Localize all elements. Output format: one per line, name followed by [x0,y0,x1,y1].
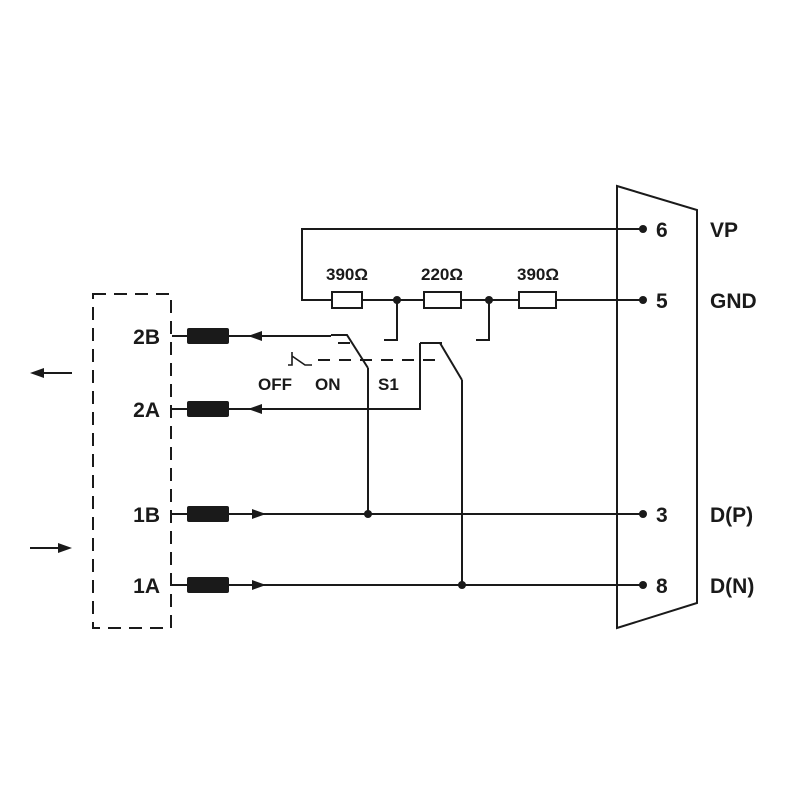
ferrite-2a [187,401,229,417]
switch-position-symbol [288,352,312,366]
wire-2a [229,343,421,410]
pin-3-dot [639,510,647,518]
junction-dot-dp [364,510,372,518]
resistor-2 [423,291,462,309]
signal-dn: D(N) [710,575,754,598]
vp-wire [301,228,643,301]
port-1b-label: 1B [133,504,160,527]
switch-off-label: OFF [258,375,292,394]
junction-a-drop [384,300,398,341]
port-2b-label: 2B [133,326,160,349]
port-2a-label: 2A [133,399,160,422]
pin-5-number: 5 [656,290,668,313]
wire-1b-arrow [252,509,266,519]
signal-gnd: GND [710,290,757,313]
switch-name-label: S1 [378,375,399,394]
switch-contact-1 [331,334,369,369]
resistor-1 [331,291,363,309]
resistor-1-label: 390Ω [326,265,368,284]
port-stubs [172,335,187,586]
resistor-3 [518,291,557,309]
dsub-connector-outline [616,184,698,630]
ferrite-2b [187,328,229,344]
ferrite-1b [187,506,229,522]
ferrite-1a [187,577,229,593]
pin-8-number: 8 [656,575,668,598]
wire-1a-arrow [252,580,266,590]
switch-contact-2 [420,342,463,381]
junction-b-drop [476,300,490,341]
pin-8-dot [639,581,647,589]
resistor-3-label: 390Ω [517,265,559,284]
signal-vp: VP [710,219,738,242]
incoming-arrow-head [58,543,72,553]
port-1a-label: 1A [133,575,160,598]
pin-5-dot [639,296,647,304]
pin-6-number: 6 [656,219,668,242]
outgoing-arrow-head [30,368,44,378]
wire-2b-arrow [248,331,262,341]
signal-dp: D(P) [710,504,753,527]
switch-on-label: ON [315,375,341,394]
junction-dot-dn [458,581,466,589]
pin-3-number: 3 [656,504,668,527]
resistor-2-label: 220Ω [421,265,463,284]
device-box [92,293,172,629]
wire-2a-arrow [248,404,262,414]
pin-6-dot [639,225,647,233]
